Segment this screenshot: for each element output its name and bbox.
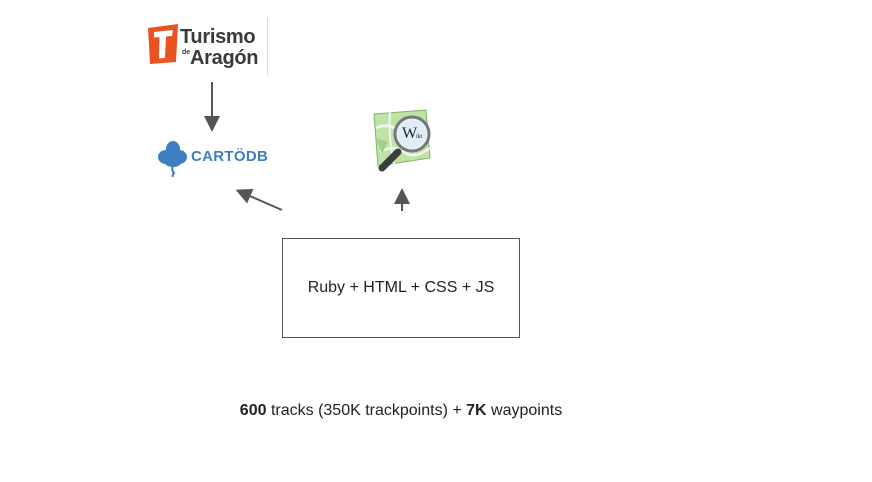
cartodb-label: CARTÖDB xyxy=(191,148,269,165)
waypoints-text: waypoints xyxy=(486,402,563,419)
turismo-logo-word: Turismo xyxy=(180,26,256,48)
wiki-badge-sub: iki xyxy=(416,134,423,140)
map-magnifier-icon xyxy=(373,109,431,172)
cartodb-logo: CARTÖDB xyxy=(157,137,277,177)
divider xyxy=(267,18,268,76)
turismo-logo-mark-icon xyxy=(148,24,178,64)
turismo-logo-de: de xyxy=(182,49,191,56)
tracks-count: 600 xyxy=(239,402,267,419)
cartodb-cloud-icon xyxy=(158,141,187,177)
turismo-aragon-logo: Turismo de Aragón xyxy=(146,18,270,76)
stats-line: 600 tracks (350K trackpoints) + 7K waypo… xyxy=(0,402,802,420)
turismo-logo-region: Aragón xyxy=(190,47,259,69)
wiki-badge-letter: W xyxy=(402,125,418,142)
tech-stack-label: Ruby + HTML + CSS + JS xyxy=(307,279,495,296)
tracks-text: tracks (350K trackpoints) + xyxy=(266,402,467,419)
tech-stack-box: Ruby + HTML + CSS + JS xyxy=(282,238,520,338)
arrow-app-to-cartodb xyxy=(235,188,283,211)
waypoints-count: 7K xyxy=(466,402,487,419)
osm-wiki-logo: W iki xyxy=(370,108,436,174)
